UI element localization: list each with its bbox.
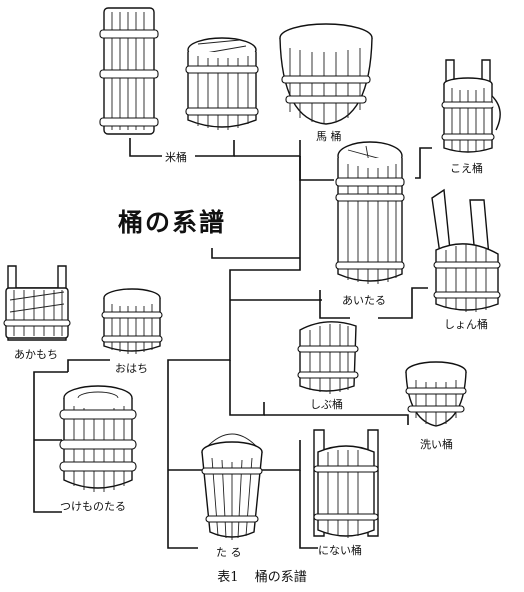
label-ohachi: おはち [115,362,148,375]
kometsuke-lidded-tub-illustration [185,37,259,130]
label-shoyu: しょん桶 [444,318,488,331]
label-kometsuke: 米桶 [165,151,187,164]
label-tsukemono: つけものたる [60,500,126,513]
caption-number: 表1 [217,570,239,585]
label-shibu: しぶ桶 [310,398,343,411]
kometsuke-tall-tub-illustration [99,7,159,135]
arai-tub-illustration [405,361,467,427]
taru-bucket-illustration [201,433,263,540]
ninai-tub-illustration [313,429,379,538]
figure-caption: 表1 桶の系譜 [0,566,524,585]
label-aitaru: あいたる [342,294,386,307]
label-ninai: にない桶 [318,544,362,557]
aitaru-tall-tub-illustration [335,141,405,284]
koe-tub-illustration [441,59,501,153]
genealogy-lines [33,138,432,549]
tsukemono-barrel-illustration [59,385,137,492]
diagram-title: 桶の系譜 [118,208,227,237]
label-uma: 馬 桶 [316,130,342,143]
label-akamochi: あかもち [14,348,58,361]
caption-text: 桶の系譜 [254,570,307,585]
shoyu-tub-illustration [431,188,501,312]
shibu-tub-illustration [297,321,359,394]
ohachi-tub-illustration [101,288,163,354]
akamochi-tub-illustration [3,265,71,341]
uma-tub-illustration [279,23,373,125]
label-arai: 洗い桶 [420,438,453,451]
label-koe: こえ桶 [450,162,483,175]
label-taru: た る [216,546,242,559]
